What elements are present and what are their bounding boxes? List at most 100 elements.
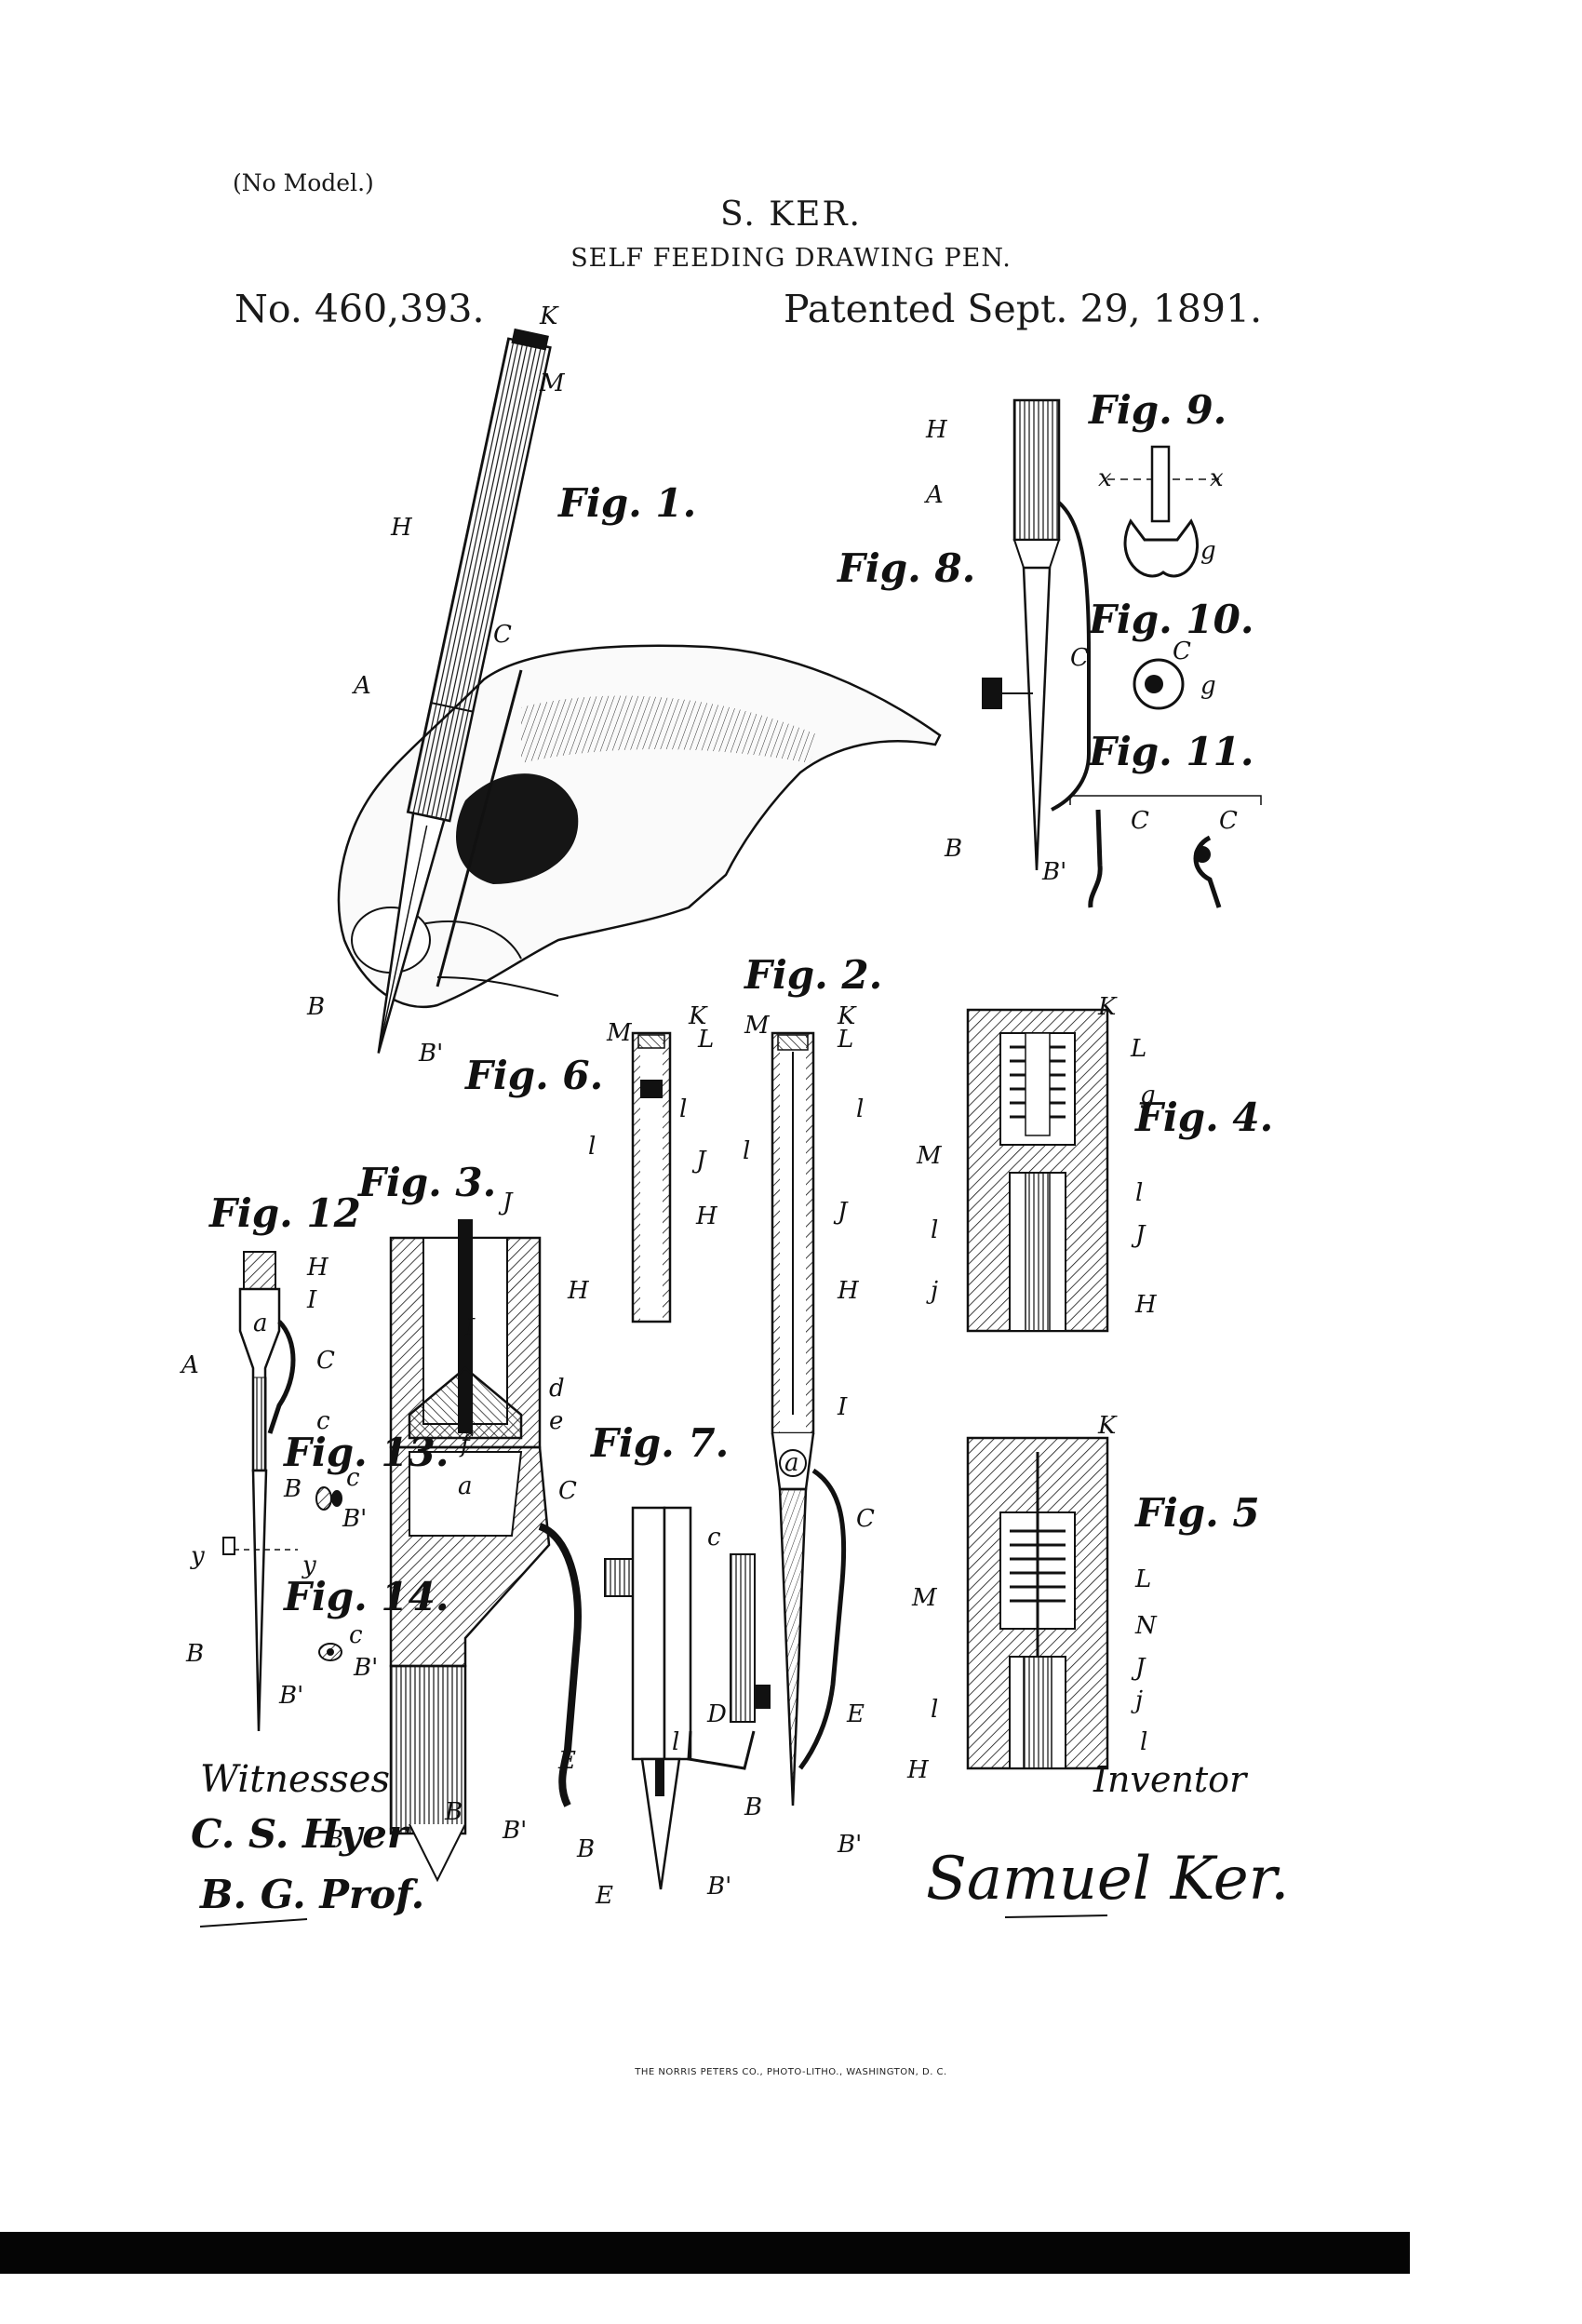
fig1-caption: Fig. 1.	[557, 480, 696, 526]
fig7-label-l: l	[672, 1728, 679, 1756]
inventor-block: Inventor Samuel Ker.	[926, 1759, 1289, 1918]
printer-imprint: THE NORRIS PETERS CO., PHOTO-LITHO., WAS…	[635, 2067, 947, 2077]
fig3-label-bprime: B'	[502, 1817, 527, 1845]
fig2-label-l2: l	[856, 1095, 864, 1123]
fig3-label-e2: E	[557, 1747, 576, 1775]
fig6-caption: Fig. 6.	[464, 1053, 603, 1098]
fig8-drawing: Fig. 8. H A C B B'	[837, 398, 1091, 886]
inventor-name: S. KER.	[720, 195, 862, 234]
fig2-label-l3: l	[743, 1137, 750, 1165]
fig5-label-l: L	[1134, 1565, 1151, 1593]
witness-label-b: B	[325, 1826, 343, 1854]
fig4-drawing: Fig. 4. K L g M l l J j H	[916, 993, 1273, 1333]
fig11-caption: Fig. 11.	[1088, 729, 1254, 774]
fig5-caption: Fig. 5	[1134, 1490, 1260, 1536]
fig1-label-h: H	[390, 514, 413, 542]
fig4-label-jsmall: j	[926, 1277, 938, 1305]
patent-title: SELF FEEDING DRAWING PEN.	[570, 244, 1012, 273]
fig6-label-l2: l	[679, 1095, 687, 1123]
fig2-caption: Fig. 2.	[744, 952, 882, 998]
fig10-label-g: g	[1200, 672, 1216, 700]
fig7-label-c: c	[707, 1524, 721, 1552]
inventor-signature: Samuel Ker.	[926, 1845, 1289, 1914]
fig8-label-bprime: B'	[1041, 858, 1066, 886]
fig3-label-e: e	[549, 1407, 563, 1435]
fig5-label-jsmall: j	[1131, 1686, 1143, 1714]
fig4-label-h: H	[1134, 1291, 1158, 1319]
fig4-label-l2: l	[1135, 1179, 1143, 1207]
fig2-label-i: I	[837, 1393, 848, 1421]
fig5-label-k: K	[1097, 1412, 1118, 1440]
fig5-label-l2: l	[931, 1696, 938, 1724]
fig12-label-a: a	[253, 1310, 268, 1337]
fig3-label-a: a	[458, 1472, 473, 1500]
fig3-label-j: J	[498, 1189, 514, 1216]
fig2-label-b: B	[744, 1793, 762, 1821]
fig4-label-j: J	[1131, 1221, 1146, 1249]
fig6-label-k: K	[688, 1002, 708, 1030]
fig12-label-y: y	[190, 1542, 205, 1570]
no-model-label: (No Model.)	[233, 169, 374, 196]
witness-signature-2: B. G. Prof.	[199, 1872, 424, 1917]
fig13-label-bprime: B'	[342, 1505, 367, 1533]
fig14-label-c: c	[349, 1621, 363, 1649]
fig8-label-a: A	[924, 481, 944, 509]
fig2-label-h: H	[837, 1277, 860, 1305]
fig3-label-d: d	[549, 1375, 565, 1403]
fig2-label-a: a	[784, 1449, 799, 1477]
fig4-caption: Fig. 4.	[1134, 1095, 1273, 1140]
fig6-label-l: L	[697, 1026, 714, 1054]
patent-number: No. 460,393.	[235, 287, 485, 331]
fig6-label-m: M	[606, 1019, 633, 1047]
fig3-label-h: H	[567, 1277, 590, 1305]
fig6-drawing: Fig. 6. M K L l l J H	[464, 1002, 718, 1323]
fig6-label-l3: l	[588, 1133, 596, 1161]
fig10-label-c: C	[1173, 638, 1191, 665]
fig8-label-b: B	[944, 835, 962, 863]
fig1-label-k: K	[539, 302, 559, 330]
fig12-caption: Fig. 12	[208, 1190, 361, 1236]
fig9-label-g: g	[1200, 537, 1216, 565]
fig10-caption: Fig. 10.	[1088, 597, 1254, 642]
fig4-label-l3: l	[931, 1216, 938, 1244]
fig1-label-bprime: B'	[418, 1040, 443, 1068]
fig7-caption: Fig. 7.	[590, 1420, 729, 1466]
fig3-drawing: Fig. 3. J H I d e f a C E B B'	[357, 1160, 590, 1883]
fig1-label-m: M	[539, 369, 566, 397]
fig1-feeder-c	[436, 669, 523, 987]
fig12-label-csmall: c	[316, 1407, 330, 1435]
fig4-label-l: L	[1130, 1035, 1146, 1063]
fig12-label-b: B	[185, 1640, 204, 1668]
fig1-drawing: Fig. 1. K M H C A B B'	[306, 302, 942, 1068]
fig1-label-a: A	[352, 672, 371, 700]
fig11-label-c2: C	[1219, 807, 1238, 835]
fig12-label-a2: A	[180, 1351, 199, 1379]
fig4-label-k: K	[1097, 993, 1118, 1021]
fig14-drawing: Fig. 14. c B'	[283, 1574, 449, 1682]
fig10-drawing: Fig. 10. C g	[1088, 597, 1254, 710]
fig3-label-b: B	[444, 1798, 463, 1826]
fig12-label-i: I	[306, 1286, 317, 1314]
fig11-label-c1: C	[1131, 807, 1149, 835]
fig13-drawing: Fig. 13. B c B'	[283, 1430, 449, 1533]
fig2-label-bprime: B'	[837, 1831, 862, 1859]
fig3-caption: Fig. 3.	[357, 1160, 496, 1205]
fig7-label-d: D	[706, 1700, 727, 1728]
fig13-caption: Fig. 13.	[283, 1430, 449, 1475]
fig2-label-m: M	[744, 1012, 771, 1040]
fig1-label-c: C	[493, 621, 512, 649]
fig2-drawing: Fig. 2. M K L l l J H I a C E B B'	[743, 952, 882, 1859]
fig1-pen	[377, 328, 552, 1054]
fig14-label-bprime: B'	[353, 1654, 378, 1682]
fig5-drawing: Fig. 5 K M L N J j l l H	[906, 1412, 1260, 1784]
fig5-label-n: N	[1134, 1612, 1158, 1640]
fig1-label-b: B	[306, 993, 325, 1021]
fig13-label-b: B	[283, 1475, 302, 1503]
fig14-caption: Fig. 14.	[283, 1574, 449, 1619]
fig9-caption: Fig. 9.	[1088, 387, 1227, 433]
fig8-label-c: C	[1070, 644, 1089, 672]
fig3-label-c: C	[558, 1477, 577, 1505]
fig9-label-x2: x	[1210, 464, 1224, 492]
fig2-label-c: C	[856, 1505, 875, 1533]
